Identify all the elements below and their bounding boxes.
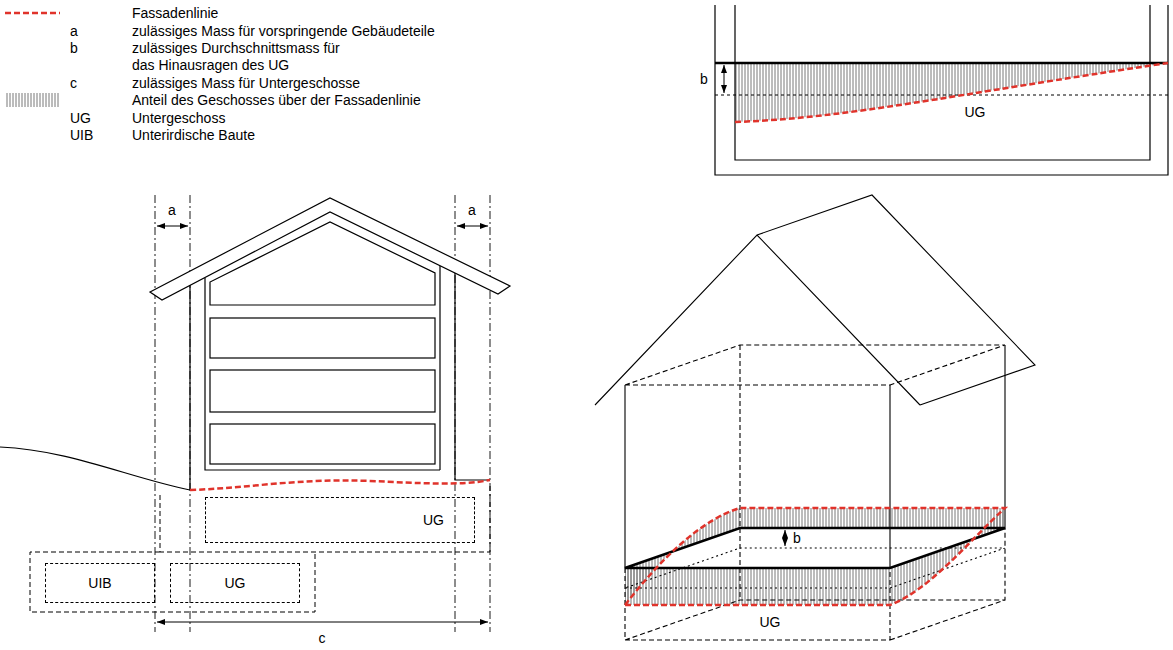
house-3d (595, 195, 1035, 640)
facade-line (735, 63, 1168, 122)
dimension-label: c (319, 630, 326, 647)
dimension-label: b (700, 71, 708, 88)
dimension-label: a (168, 202, 176, 219)
dimension-label: a (468, 202, 476, 219)
basement-label: UIB (88, 575, 111, 592)
dimension-arrow (457, 226, 488, 227)
inner-wall (735, 5, 1150, 160)
dimension-arrow (157, 226, 188, 227)
facade-line-sample (5, 12, 60, 15)
basement-outline (160, 484, 490, 552)
facade-line (190, 480, 490, 490)
legend-text: Unterirdische Baute (132, 127, 255, 144)
basement-box: UG (205, 497, 475, 543)
dimension-label: b (793, 530, 801, 547)
hatched-area (625, 508, 740, 605)
underground-structure-box: UIB (45, 563, 155, 603)
dimension-arrow (785, 530, 786, 546)
legend-key: a (70, 23, 78, 40)
storey (210, 370, 435, 412)
floor-label: UG (965, 104, 986, 121)
floor-slab (625, 528, 1005, 568)
walls (190, 266, 490, 490)
legend-key: UIB (70, 127, 93, 144)
terrain (0, 447, 190, 490)
average-line (715, 95, 1168, 96)
legend-text: Untergeschoss (132, 110, 225, 127)
facade-line (625, 508, 1005, 605)
legend-text: zulässiges Mass für vorspringende Gebäud… (132, 23, 435, 40)
attic (210, 222, 435, 305)
basement-label: UG (225, 575, 246, 592)
dimension-arrow (157, 622, 488, 623)
hatch-sample (5, 93, 60, 107)
legend-text: zulässiges Mass für Untergeschosse (132, 75, 360, 92)
basement-label: UG (423, 512, 444, 529)
basement-section (715, 5, 1168, 175)
basement-box: UG (170, 563, 300, 603)
storey (210, 318, 435, 358)
roof (150, 198, 510, 300)
legend-text: zulässiges Durchschnittsmass für das Hin… (132, 40, 357, 74)
building-section (0, 195, 510, 632)
hidden-edges (625, 345, 1005, 528)
floor-label: UG (760, 614, 781, 631)
roof (595, 195, 1035, 405)
legend-text: Anteil des Geschosses über der Fassadenl… (132, 92, 421, 109)
legend-samples (5, 13, 60, 107)
legend-key: UG (70, 110, 91, 127)
dimension-arrow (724, 65, 725, 93)
storey (210, 424, 435, 464)
underground-outline (30, 552, 315, 612)
floor-slab (715, 62, 1168, 65)
walls (625, 345, 1005, 568)
legend-text: Fassadenlinie (132, 5, 218, 22)
hatched-area (740, 508, 1005, 528)
outer-wall (715, 5, 1168, 175)
legend-key: c (70, 75, 77, 92)
basement-outline (625, 528, 1005, 640)
legend-key: b (70, 40, 78, 57)
hatched-area (735, 63, 1168, 122)
